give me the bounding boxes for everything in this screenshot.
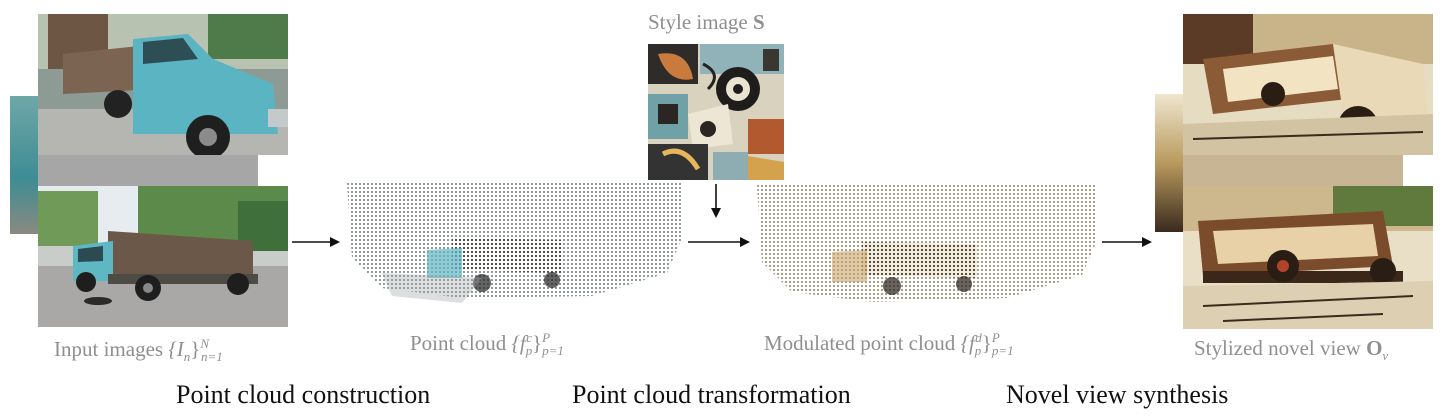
arrow-style-down xyxy=(711,184,721,218)
style-image xyxy=(648,44,784,180)
point-cloud-image xyxy=(342,178,687,310)
input-image-bottom xyxy=(38,186,288,327)
arrow-to-stylized xyxy=(1102,237,1152,247)
stage-point-cloud-transformation: Point cloud transformation xyxy=(572,380,851,409)
input-image-middle xyxy=(38,152,258,190)
stylized-view-back xyxy=(1155,94,1185,232)
input-images-caption: Input images {In}Nn=1 xyxy=(54,336,223,365)
input-image-back xyxy=(10,96,40,234)
point-cloud-caption: Point cloud {fpc}Pp=1 xyxy=(410,330,564,359)
style-image-caption: Style image S xyxy=(648,10,765,34)
stylized-view-top xyxy=(1183,14,1433,155)
modulated-point-cloud-caption: Modulated point cloud {fpd}Pp=1 xyxy=(764,330,1014,359)
stylized-view-caption: Stylized novel view Ov xyxy=(1194,336,1389,364)
stage-novel-view-synthesis: Novel view synthesis xyxy=(1006,380,1229,409)
stylized-view-middle xyxy=(1183,152,1403,190)
arrow-to-point-cloud xyxy=(292,237,340,247)
modulated-point-cloud-image xyxy=(752,180,1102,310)
stylized-view-bottom xyxy=(1183,186,1433,329)
stage-point-cloud-construction: Point cloud construction xyxy=(176,380,431,409)
arrow-to-modulated xyxy=(688,237,750,247)
input-image-top xyxy=(38,14,288,155)
